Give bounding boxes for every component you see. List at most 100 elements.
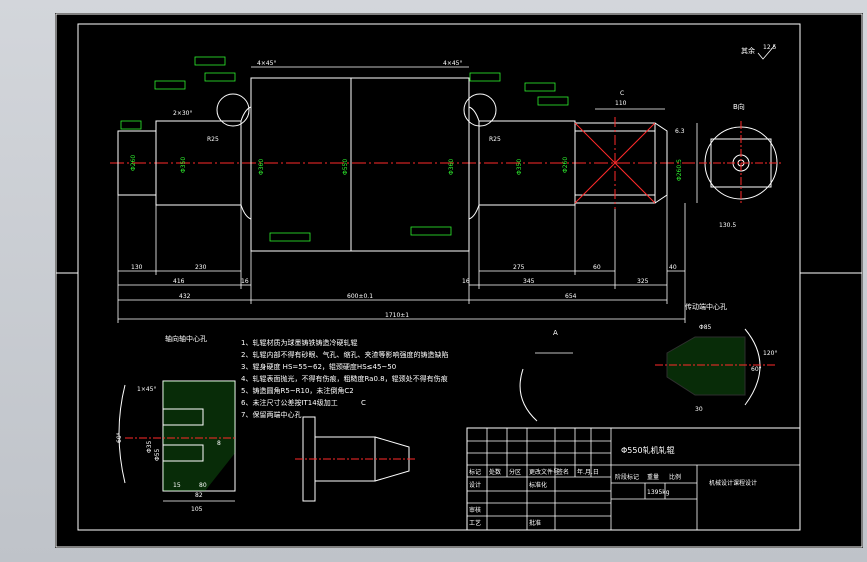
row-designer: 设计	[469, 481, 481, 489]
dim-tag: 6.3	[675, 128, 685, 135]
radius-right: R25	[489, 136, 501, 143]
left-journal	[155, 120, 242, 206]
dia-left1: Φ260	[130, 155, 137, 171]
detail-c-view: C	[295, 399, 417, 502]
right-view-body	[666, 336, 746, 396]
part-name: Φ550轧机轧辊	[621, 445, 675, 455]
dia-left2: Φ350	[180, 157, 187, 173]
dia-right-block: Φ260.5	[676, 159, 683, 181]
tolerance-frames	[120, 56, 569, 242]
tech-note-2: 2、轧辊内部不得有砂眼、气孔、缩孔、夹渣等影响强度的铸造缺陷	[241, 350, 448, 359]
left-view-80: 80	[199, 482, 207, 489]
technical-drawing: 130 230 416 16 432 600±0.1 16 275 345 60…	[55, 13, 863, 548]
header-date: 年.月.日	[577, 468, 599, 476]
tech-note-6: 6、未注尺寸公差按IT14级加工	[241, 398, 338, 407]
dim-432: 432	[179, 293, 191, 300]
detail-circle-left	[216, 93, 250, 127]
left-view-105: 105	[191, 506, 203, 513]
dim-16-left: 16	[241, 278, 249, 285]
company-name: 机械设计课程设计	[709, 479, 757, 487]
weight-value: 1395kg	[647, 489, 670, 496]
title-block: Φ550轧机轧辊 标记 处数 分区 更改文件号 签名 年.月.日 设计 标准化 …	[466, 427, 801, 531]
tech-note-1: 1、轧辊材质为球墨铸铁铸造冷硬轧辊	[241, 338, 357, 347]
dia-body: Φ550	[342, 159, 349, 175]
right-view-angle: 60°	[751, 366, 762, 373]
row-process: 工艺	[469, 519, 481, 527]
header-zone: 分区	[509, 468, 521, 476]
outer-border	[55, 13, 863, 548]
dim-325: 325	[637, 278, 649, 285]
left-center-hole-view: 轴向轴中心孔 1×45° 60° Φ35 Φ55 8 15 80 82 105	[116, 334, 237, 513]
detail-a-view: A	[519, 329, 573, 422]
dia-right1: Φ360	[448, 159, 455, 175]
row-reviewer: 审核	[469, 506, 481, 514]
detail-a-arc	[519, 368, 538, 422]
surface-finish-label: 其余	[741, 46, 755, 55]
inner-border	[77, 23, 801, 531]
tech-note-7: 7、保留两端中心孔	[241, 410, 301, 419]
left-view-hatch	[163, 381, 235, 491]
left-view-hole2	[162, 444, 204, 462]
header-sign: 签名	[557, 468, 569, 476]
dimension-lines	[117, 66, 698, 323]
left-view-15: 15	[173, 482, 181, 489]
left-view-8: 8	[217, 440, 221, 447]
section-b-view: B向	[699, 102, 783, 205]
drawing-canvas[interactable]: 130 230 416 16 432 600±0.1 16 275 345 60…	[55, 13, 863, 548]
left-view-82: 82	[195, 492, 203, 499]
dim-1710: 1710±1	[385, 312, 409, 319]
dim-16-right: 16	[462, 278, 470, 285]
left-view-hole	[162, 408, 204, 426]
right-center-view-title: 传动端中心孔	[685, 302, 727, 311]
detail-a-label: A	[553, 329, 558, 337]
roll-body	[250, 77, 470, 252]
dim-600: 600±0.1	[347, 293, 373, 300]
surface-finish-icon	[757, 44, 776, 60]
chamfer-small: 2×30°	[173, 110, 192, 117]
left-view-angle: 60°	[116, 432, 123, 443]
weight-label: 重量	[647, 473, 659, 481]
dia-right2: Φ350	[516, 159, 523, 175]
ratio-label: 比例	[669, 473, 681, 481]
dim-416: 416	[173, 278, 185, 285]
header-change: 更改文件号	[529, 468, 559, 476]
section-b-label: B向	[733, 102, 745, 111]
surface-finish-value: 12.5	[763, 44, 777, 51]
dim-110: 110	[615, 100, 627, 107]
detail-c-label: C	[361, 399, 366, 407]
header-count: 处数	[489, 468, 501, 476]
technical-requirements: 1、轧辊材质为球墨铸铁铸造冷硬轧辊 2、轧辊内部不得有砂眼、气孔、缩孔、夹渣等影…	[241, 338, 448, 419]
block-label-c: C	[620, 90, 624, 97]
right-view-arc	[744, 328, 761, 406]
tech-note-4: 4、轧辊表面抛光，不得有伤痕，粗糙度Ra0.8，辊颈处不得有伤痕	[241, 374, 448, 383]
dia-left3: Φ360	[258, 159, 265, 175]
left-view-d55: Φ55	[154, 448, 161, 461]
dim-275: 275	[513, 264, 525, 271]
left-center-view-title: 轴向轴中心孔	[165, 334, 207, 343]
dim-130: 130	[131, 264, 143, 271]
chamfer-right: 4×45°	[443, 60, 462, 67]
tech-note-3: 3、辊身硬度 HS=55~62，辊颈硬度HS≤45~50	[241, 362, 396, 371]
dim-60: 60	[593, 264, 601, 271]
dim-40: 40	[669, 264, 677, 271]
tech-note-5: 5、铸造圆角R5~R10，未注倒角C2	[241, 386, 354, 395]
detail-circle-right	[463, 93, 497, 127]
stage-label: 阶段标记	[615, 473, 639, 481]
dim-230: 230	[195, 264, 207, 271]
right-view-angle2: 120°	[763, 350, 777, 357]
roll-main-view: 130 230 416 16 432 600±0.1 16 275 345 60…	[110, 60, 736, 323]
dim-345: 345	[523, 278, 535, 285]
left-view-chamfer: 1×45°	[137, 386, 156, 393]
left-view-arc	[118, 384, 126, 484]
dim-654: 654	[565, 293, 577, 300]
right-view-d: Φ85	[699, 324, 712, 331]
drive-taper	[654, 122, 668, 204]
left-view-body	[162, 380, 236, 492]
dim-130-5: 130.5	[719, 222, 736, 229]
header-mark: 标记	[469, 468, 481, 476]
row-standard: 标准化	[529, 481, 547, 489]
row-approve: 批准	[529, 519, 541, 527]
right-view-depth: 30	[695, 406, 703, 413]
left-view-d35: Φ35	[146, 440, 153, 453]
